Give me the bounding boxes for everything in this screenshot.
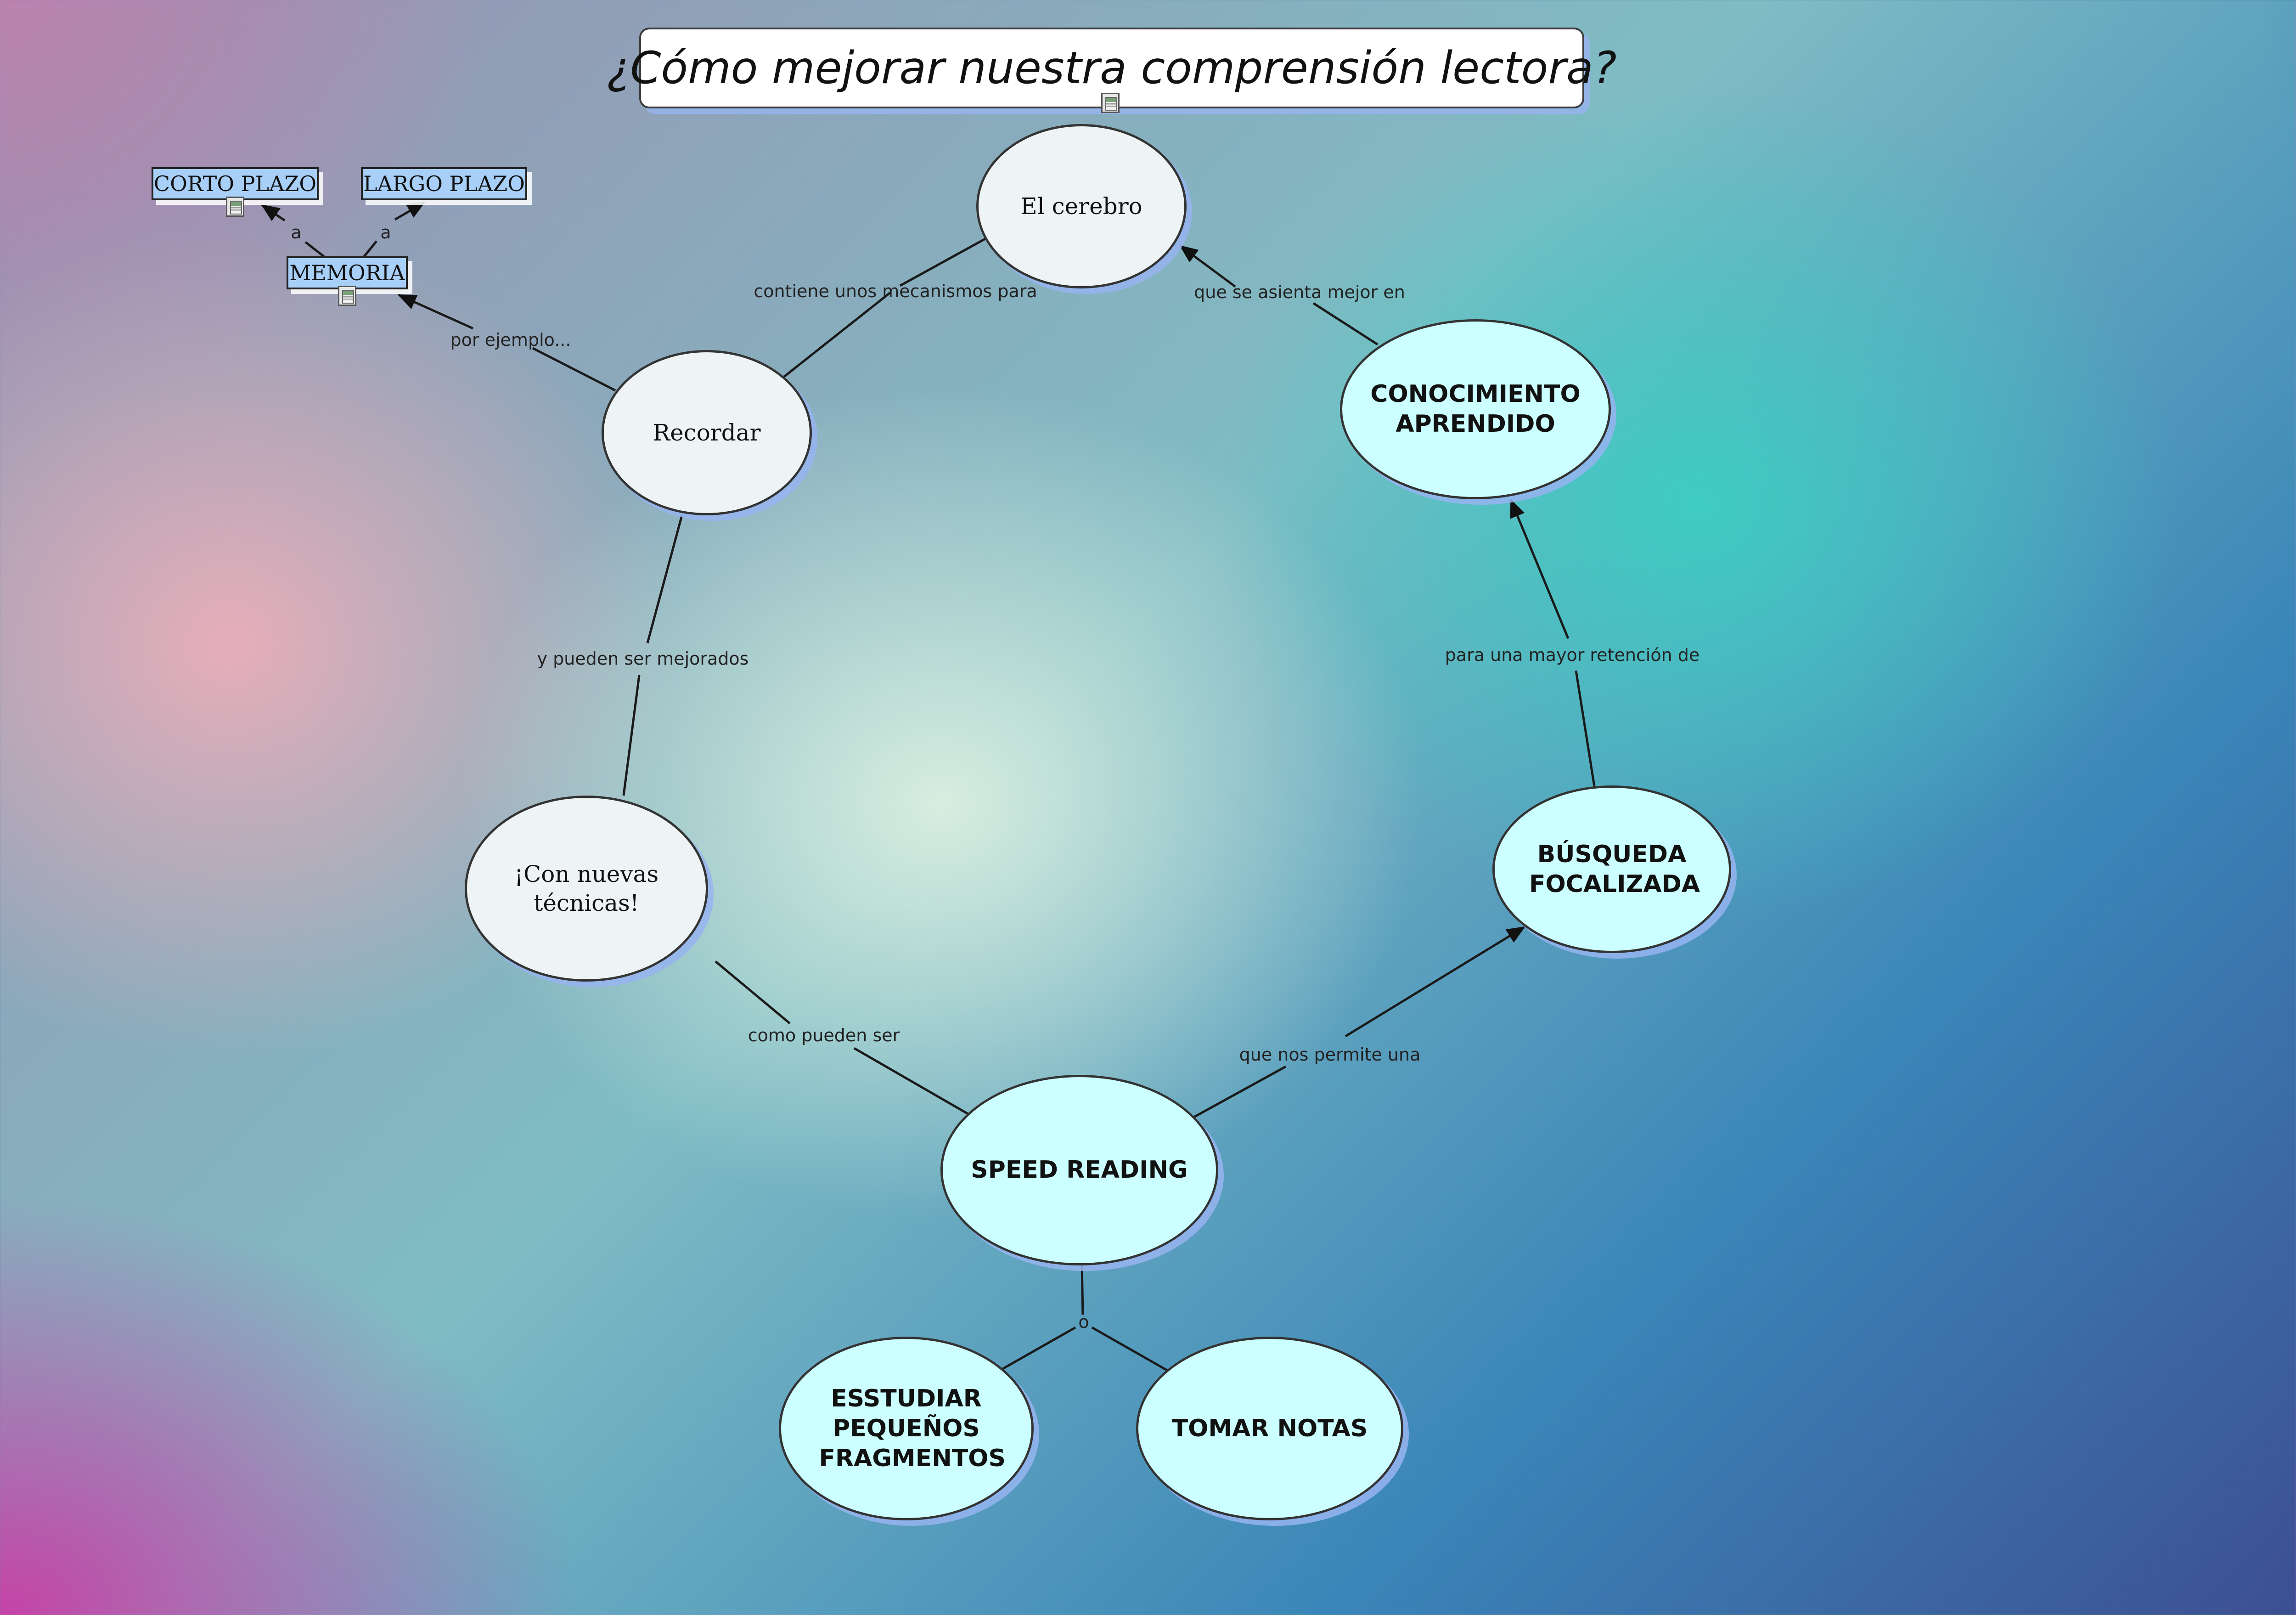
link-speed-permite xyxy=(1193,1065,1287,1118)
link-recordar-ejemplo xyxy=(532,347,616,392)
link-contiene-cerebro xyxy=(899,234,993,287)
node-el-cerebro[interactable]: El cerebro xyxy=(976,124,1187,288)
node-largo-plazo[interactable]: LARGO PLAZO xyxy=(361,167,527,200)
node-conocimiento-aprendido-label: CONOCIMIENTO APRENDIDO xyxy=(1370,380,1581,438)
link-como-speed xyxy=(853,1047,969,1115)
link-memoria-a2 xyxy=(362,240,377,259)
link-speed-o xyxy=(1080,1264,1084,1315)
node-busqueda-focalizada-label: BÚSQUEDA FOCALIZADA xyxy=(1529,840,1700,898)
link-label-por-ejemplo: por ejemplo... xyxy=(450,330,571,350)
link-busqueda-retencion xyxy=(1575,670,1596,787)
link-label-a-corto: a xyxy=(291,222,302,243)
node-estudiar-fragmentos-label: ESSTUDIAR PEQUEÑOS FRAGMENTOS xyxy=(819,1384,1006,1472)
node-estudiar-fragmentos[interactable]: ESSTUDIAR PEQUEÑOS FRAGMENTOS xyxy=(779,1337,1034,1520)
link-label-permite: que nos permite una xyxy=(1239,1045,1421,1065)
link-a1-corto xyxy=(261,203,286,222)
link-label-como-pueden: como pueden ser xyxy=(748,1025,900,1045)
title-resource-icon[interactable] xyxy=(1101,93,1120,113)
link-label-o: o xyxy=(1078,1312,1089,1332)
link-label-contiene: contiene unos mecanismos para xyxy=(754,281,1037,301)
link-ejemplo-memoria xyxy=(398,294,474,330)
node-corto-plazo-label: CORTO PLAZO xyxy=(153,171,317,196)
node-memoria-label: MEMORIA xyxy=(289,260,405,285)
link-o-estudiar xyxy=(1000,1326,1076,1371)
node-busqueda-focalizada[interactable]: BÚSQUEDA FOCALIZADA xyxy=(1492,785,1731,953)
node-conocimiento-aprendido[interactable]: CONOCIMIENTO APRENDIDO xyxy=(1340,319,1611,499)
link-memoria-a1 xyxy=(304,241,327,259)
link-label-a-largo: a xyxy=(380,222,391,243)
link-permite-busqueda xyxy=(1345,926,1525,1038)
link-label-asienta: que se asienta mejor en xyxy=(1194,282,1405,302)
node-speed-reading[interactable]: SPEED READING xyxy=(940,1075,1218,1265)
link-conocimiento-asienta xyxy=(1312,302,1379,346)
node-corto-plazo[interactable]: CORTO PLAZO xyxy=(152,167,319,200)
node-el-cerebro-label: El cerebro xyxy=(1020,192,1142,220)
link-a2-largo xyxy=(394,201,426,221)
link-label-retencion: para una mayor retención de xyxy=(1445,645,1700,665)
link-retencion-conocimiento xyxy=(1509,499,1570,639)
node-speed-reading-label: SPEED READING xyxy=(971,1156,1188,1184)
node-recordar-label: Recordar xyxy=(653,419,761,446)
node-largo-plazo-label: LARGO PLAZO xyxy=(363,171,525,196)
link-tecnicas-como xyxy=(715,960,791,1024)
node-tomar-notas[interactable]: TOMAR NOTAS xyxy=(1136,1337,1403,1520)
node-con-nuevas-tecnicas-label: ¡Con nuevas técnicas! xyxy=(514,861,659,916)
node-memoria[interactable]: MEMORIA xyxy=(287,256,408,289)
link-mejorados-tecnicas xyxy=(622,675,641,796)
link-asienta-cerebro xyxy=(1179,244,1236,288)
link-recordar-contiene xyxy=(780,291,892,380)
node-recordar[interactable]: Recordar xyxy=(602,350,812,515)
memoria-resource-icon[interactable] xyxy=(338,286,356,306)
link-label-mejorados: y pueden ser mejorados xyxy=(537,649,749,669)
corto-plazo-resource-icon[interactable] xyxy=(226,197,244,217)
link-recordar-mejorados xyxy=(646,515,683,644)
link-o-notas xyxy=(1091,1326,1172,1374)
map-title: ¿Cómo mejorar nuestra comprensión lector… xyxy=(607,42,1617,94)
node-con-nuevas-tecnicas[interactable]: ¡Con nuevas técnicas! xyxy=(465,796,708,982)
node-tomar-notas-label: TOMAR NOTAS xyxy=(1171,1414,1368,1442)
